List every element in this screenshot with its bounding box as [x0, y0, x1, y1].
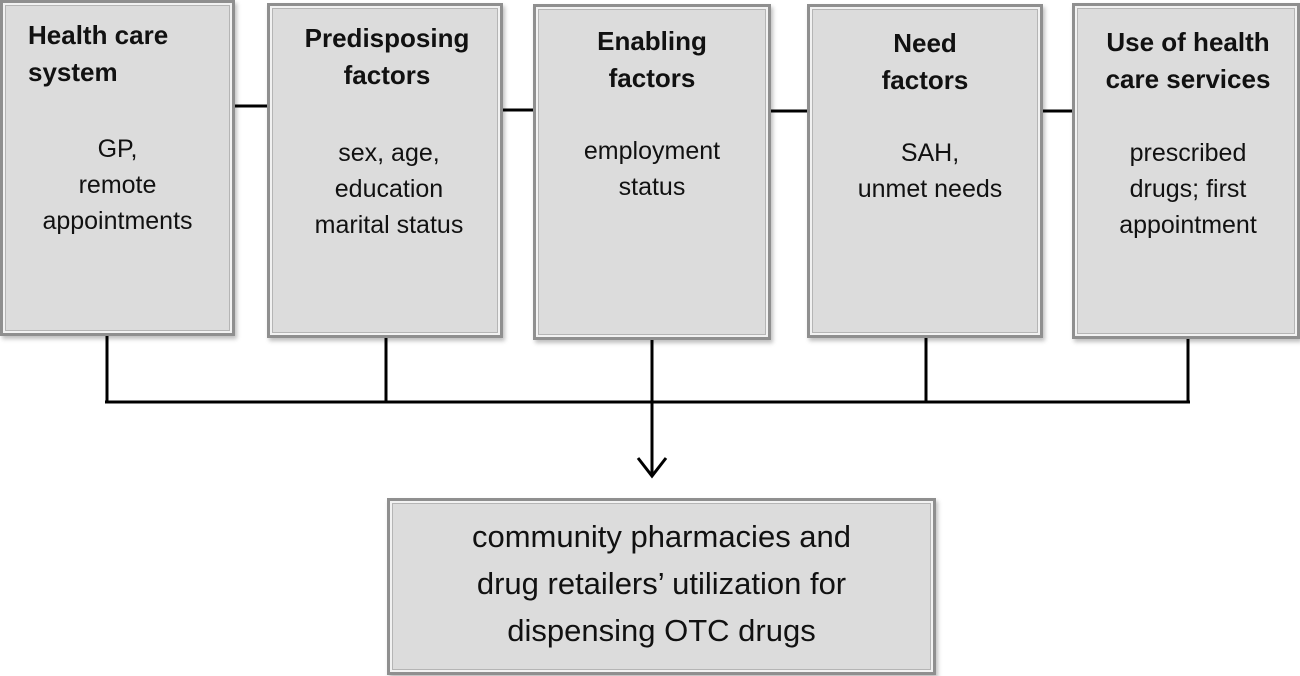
outcome-box: community pharmacies and drug retailers’… — [387, 498, 936, 675]
factor-title: Need factors — [881, 28, 969, 95]
factor-box-predisposing: Predisposing factors sex, age, education… — [267, 3, 503, 338]
factor-body: SAH, unmet needs — [857, 139, 1003, 203]
factor-box-health-care-system: Health care system GP, remote appointmen… — [0, 0, 235, 336]
factor-title: Predisposing factors — [304, 23, 470, 90]
factor-body: sex, age, education marital status — [314, 139, 464, 239]
factor-box-use-of-services: Use of health care services prescribed d… — [1072, 3, 1300, 339]
factor-body: GP, remote appointments — [42, 135, 193, 235]
factor-box-enabling: Enabling factors employment status — [533, 4, 771, 340]
factor-body: employment status — [583, 137, 721, 201]
factor-box-need: Need factors SAH, unmet needs — [807, 4, 1043, 338]
outcome-text: community pharmacies and drug retailers’… — [471, 519, 852, 648]
factor-title: Health care system — [28, 20, 169, 87]
arrow-head — [636, 457, 668, 479]
factor-body: prescribed drugs; first appointment — [1119, 139, 1257, 239]
factor-title: Enabling factors — [597, 26, 707, 93]
factor-title: Use of health care services — [1105, 27, 1271, 94]
